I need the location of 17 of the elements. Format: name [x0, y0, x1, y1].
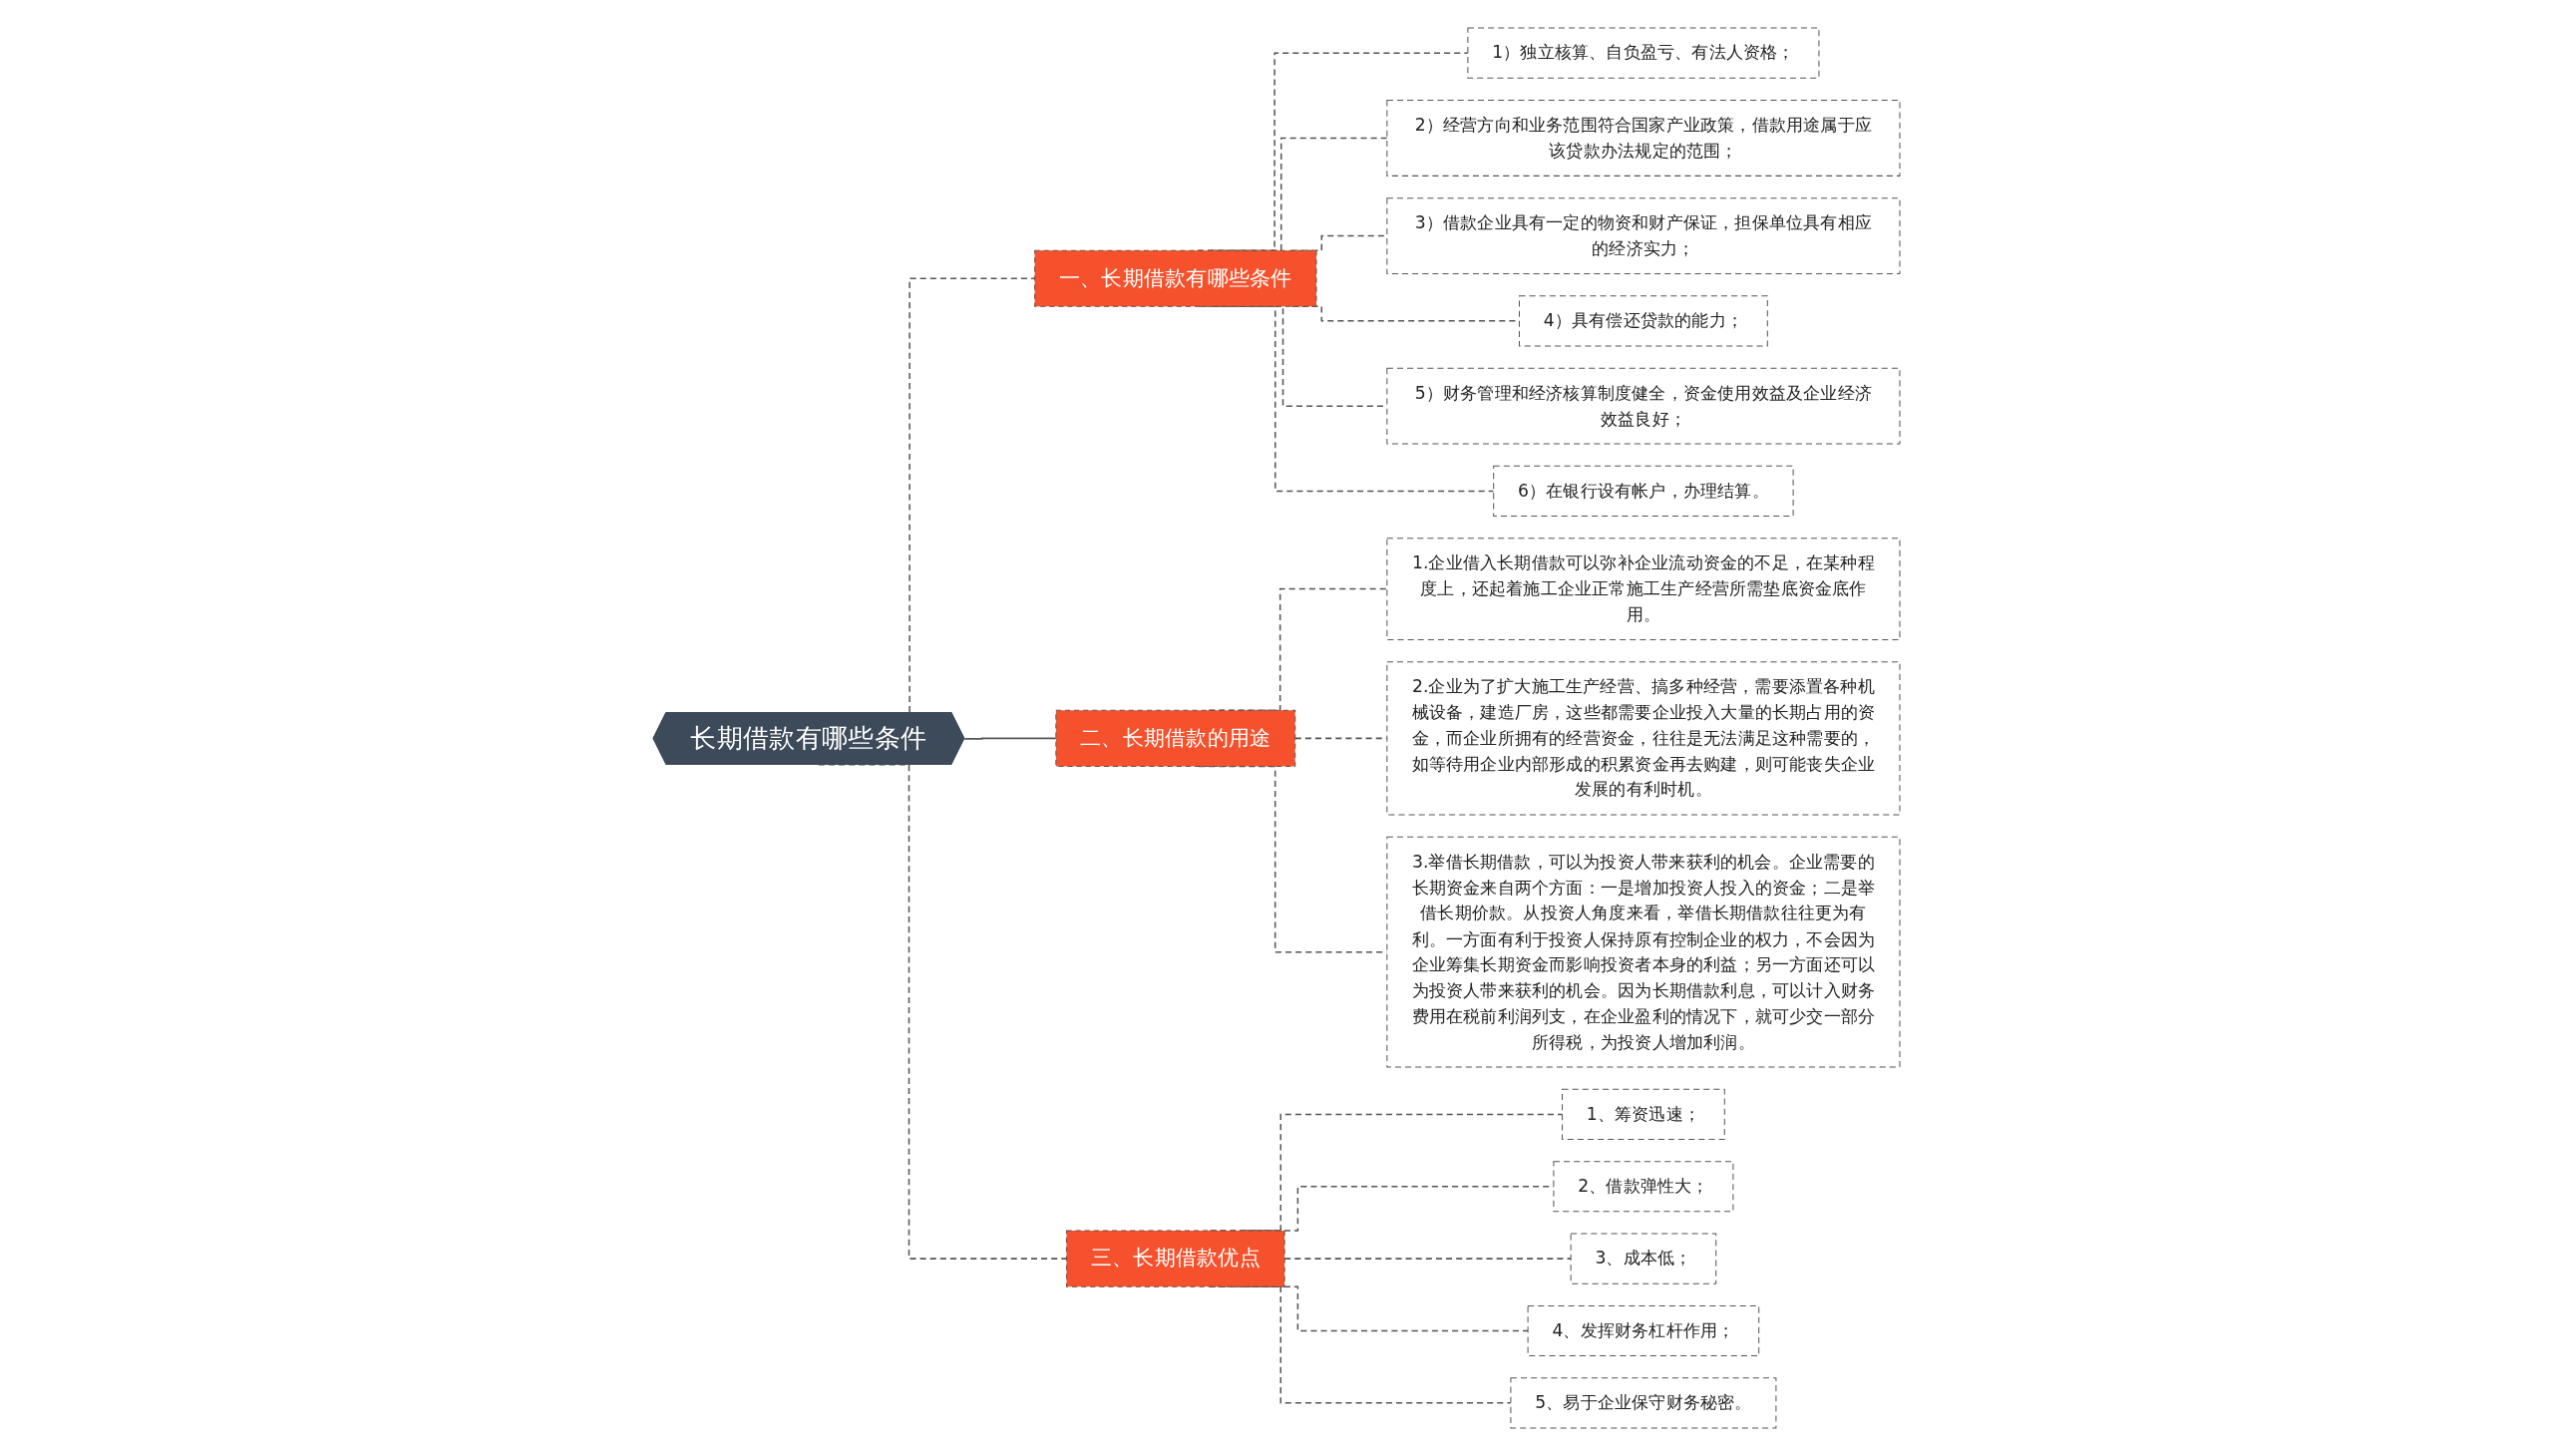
node-box: 5、易于企业保守财务秘密。: [1510, 1377, 1777, 1429]
node-box: 3）借款企业具有一定的物资和财产保证，担保单位具有相应的经济实力；: [1386, 197, 1901, 275]
node-box: 5）财务管理和经济核算制度健全，资金使用效益及企业经济效益良好；: [1386, 367, 1901, 445]
node-box: 1、筹资迅速；: [1562, 1088, 1725, 1140]
node-box: 4）具有偿还贷款的能力；: [1519, 295, 1768, 347]
node-box: 2）经营方向和业务范围符合国家产业政策，借款用途属于应该贷款办法规定的范围；: [1386, 99, 1901, 177]
node-box: 2.企业为了扩大施工生产经营、搞多种经营，需要添置各种机械设备，建造厂房，这些都需要企业投入大量的长期占用的资金，而企业所拥有的经营资金，往往是无法满足这种需要的，如等待用企业内部形成的积累资金再去购建，则可能丧失企业发展的有利时机。: [1386, 661, 1901, 816]
node-box: 三、长期借款优点: [1065, 1230, 1285, 1287]
node-box: 2、借款弹性大；: [1553, 1161, 1734, 1213]
node-box: 二、长期借款的用途: [1055, 709, 1296, 767]
node-box: 1）独立核算、自负盈亏、有法人资格；: [1467, 27, 1820, 79]
node-box: 一、长期借款有哪些条件: [1034, 249, 1317, 307]
node-box: 3、成本低；: [1570, 1233, 1717, 1284]
node-box: 4、发挥财务杠杆作用；: [1527, 1304, 1760, 1357]
node-box: 1.企业借入长期借款可以弥补企业流动资金的不足，在某种程度上，还起着施工企业正常施工生产经营所需垫底资金底作用。: [1386, 538, 1901, 640]
node-box: 6）在银行设有帐户，办理结算。: [1493, 465, 1794, 517]
node-box: 3.举借长期借款，可以为投资人带来获利的机会。企业需要的长期资金来自两个方面：一是增加投资人投入的资金；二是举借长期价款。从投资人角度来看，举借长期借款往往更为有利。一方面有利于投资人保持原有控制企业的权力，不会因为企业筹集长期资金而影响投资者本身的利益；另一方面还可以为投资人带来获利的机会。因为长期借款利息，可以计入财务费用在税前利润列支，在企业盈利的情况下，就可少交一部分所得税，为投资人增加利润。: [1386, 836, 1901, 1068]
